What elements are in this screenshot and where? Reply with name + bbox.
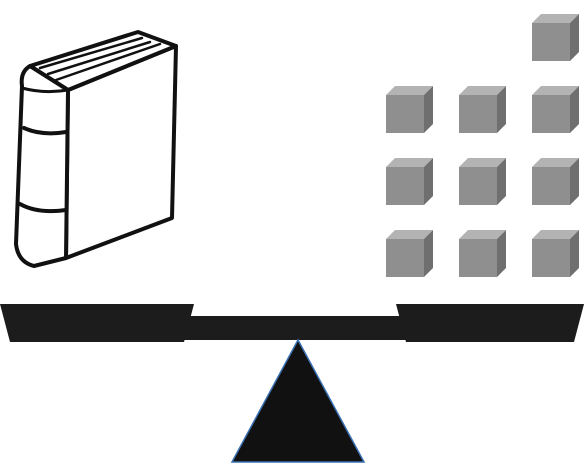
- cube-icon: [459, 230, 506, 277]
- cube-icon: [532, 158, 579, 205]
- left-pan: [0, 304, 194, 342]
- cube-icon: [386, 158, 433, 205]
- beam-bar: [180, 316, 410, 340]
- balance-beam: [0, 304, 584, 342]
- cube-icon: [459, 158, 506, 205]
- fulcrum-triangle: [232, 340, 364, 462]
- cube-group: [386, 14, 579, 277]
- cube-icon: [386, 86, 433, 133]
- cube-icon: [386, 230, 433, 277]
- cube-icon: [459, 86, 506, 133]
- cube-icon: [532, 86, 579, 133]
- cube-icon: [532, 230, 579, 277]
- right-pan: [396, 304, 584, 342]
- book-icon: [16, 32, 176, 266]
- cube-icon: [532, 14, 579, 61]
